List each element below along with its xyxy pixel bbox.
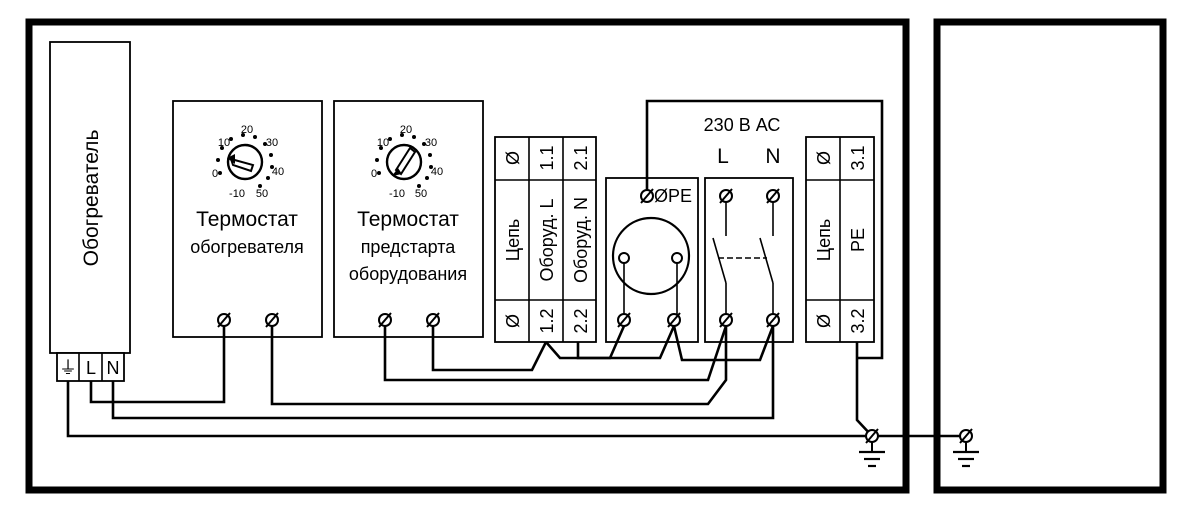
ground-screw-left [865,428,879,444]
thermostat-heater-screw-2 [265,312,279,328]
socket: ØPE [605,177,699,343]
thermostat-prestart: 20 10 30 0 40 -10 50 Термостат предстарт… [333,100,484,338]
thermostat-heater-screw-1 [217,312,231,328]
ground-screw-right [959,428,973,444]
thermostat-prestart-body [333,100,484,338]
dial-tick-50-b: 50 [415,188,427,200]
terminal-2-col1-top: Ø [814,151,834,165]
thermostat-prestart-title-3: оборудования [349,264,467,284]
wire-prestart-2 [431,326,548,372]
thermostat-prestart-title-2: предстарта [361,237,457,257]
wiring [66,99,966,438]
socket-pin-left [618,252,630,264]
supply-n-label: N [765,145,780,168]
terminal-1-col1-top: Ø [503,151,523,165]
socket-outlet-icon [611,216,691,296]
terminal-block-2: Ø Цепь Ø 3.1 PE 3.2 [805,136,875,343]
wire-prestart-1 [383,325,728,382]
supply-l-label: L [717,145,729,168]
wire-pe-ground [855,342,873,437]
terminal-2-col1-bot: Ø [814,314,834,328]
power-switch-body [704,177,794,343]
heater-terminal-n: N [107,358,120,378]
terminal-1-col1-mid: Цепь [503,219,523,261]
switch-screw-bot-l [719,312,733,328]
thermostat-heater: 20 10 30 0 40 -10 50 Термостат обогреват… [172,100,323,338]
switch-screw-bot-n [766,312,780,328]
socket-pe-label: ØPE [654,186,692,206]
terminal-1-col2-top: 1.1 [537,145,557,170]
terminal-2-col2-top: 3.1 [848,145,868,170]
supply-voltage-label: 230 В АС [704,115,781,135]
wire-heater-n [111,326,775,420]
heater: Обогреватель ⏚ L N [49,41,131,382]
terminal-1-col2-bot: 1.2 [537,308,557,333]
dial-tick-10: 10 [218,137,230,149]
wire-thermostat-heater-out [270,326,728,406]
terminal-2-col2-mid: PE [848,228,868,252]
dial-tick-minus10: -10 [229,188,245,200]
terminal-1-col3-mid: Оборуд. N [571,197,591,283]
wire-heater-l [89,326,226,404]
ground-icon-right [951,440,981,468]
terminal-2-col2-bot: 3.2 [848,308,868,333]
thermostat-prestart-screw-2 [426,312,440,328]
thermostat-prestart-screw-1 [378,312,392,328]
heater-terminal-ground: ⏚ [59,358,77,378]
cabinet-right-enclosure [933,18,1167,494]
wire-socket-n-switch [672,325,775,362]
switch-screw-top-l [719,188,733,204]
wire-22-socket [576,325,676,360]
dial-tick-0-b: 0 [371,168,377,180]
dial-tick-50: 50 [256,188,268,200]
socket-screw-l [617,312,631,328]
thermostat-prestart-dial [373,131,435,190]
socket-pe-screw [640,188,654,204]
wire-pe-loop [645,99,884,360]
socket-screw-n [667,312,681,328]
ground-icon-left [857,440,887,468]
dial-tick-minus10-b: -10 [389,188,405,200]
terminal-1-col3-top: 2.1 [571,145,591,170]
terminal-block-1: Ø Цепь Ø 1.1 Оборуд. L 1.2 2.1 Оборуд. N… [494,136,597,343]
wire-ground-bus [66,381,966,438]
dial-tick-20: 20 [241,124,253,136]
thermostat-heater-dial [214,131,276,190]
dial-tick-40: 40 [272,166,284,178]
thermostat-heater-title-1: Термостат [196,208,298,231]
terminal-1-col1-bot: Ø [503,314,523,328]
heater-terminal-l: L [86,358,96,378]
thermostat-heater-body [172,100,323,338]
heater-label: Обогреватель [80,130,103,267]
terminal-block-1-body [494,136,597,343]
terminal-1-col2-mid: Оборуд. L [537,198,557,281]
dial-tick-30: 30 [266,137,278,149]
thermostat-prestart-title-1: Термостат [357,208,459,231]
dial-tick-20-b: 20 [400,124,412,136]
dial-tick-10-b: 10 [377,137,389,149]
switch-screw-top-n [766,188,780,204]
power-switch: 230 В АС L N [704,115,794,343]
terminal-1-col3-bot: 2.2 [571,308,591,333]
cabinet-left-enclosure [25,18,910,494]
dial-tick-0: 0 [212,168,218,180]
terminal-2-col1-mid: Цепь [814,219,834,261]
dial-tick-40-b: 40 [431,166,443,178]
dial-tick-30-b: 30 [425,137,437,149]
thermostat-heater-title-2: обогревателя [190,237,304,257]
socket-pin-right [671,252,683,264]
